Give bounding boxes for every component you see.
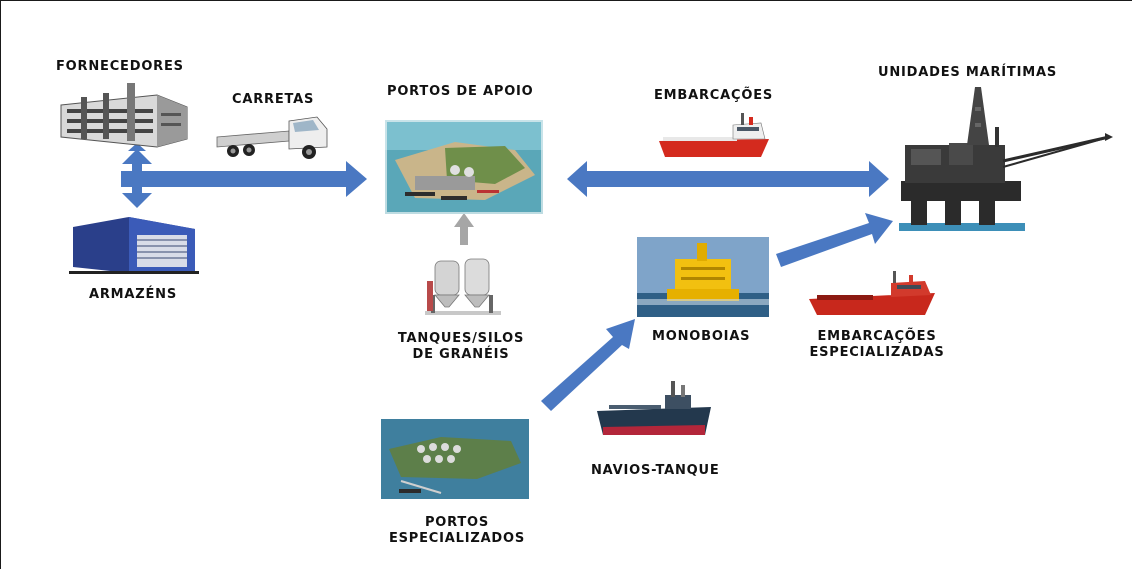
label-emb-esp-line2: ESPECIALIZADAS (809, 345, 945, 360)
mono-buoy-photo (637, 237, 769, 317)
supply-vessel-icon (659, 113, 769, 157)
label-portos-esp-line2: ESPECIALIZADOS (388, 531, 526, 546)
label-fornecedores: FORNECEDORES (56, 59, 184, 74)
label-emb-especializadas: EMBARCAÇÕES ESPECIALIZADAS (801, 329, 953, 361)
warehouse-icon (69, 217, 199, 274)
label-navios-tanque: NAVIOS-TANQUE (591, 463, 720, 478)
arrow-silos-to-port (454, 213, 474, 245)
label-tanques-line1: TANQUES/SILOS (397, 331, 525, 346)
label-tanques: TANQUES/SILOS DE GRANÉIS (387, 331, 535, 363)
specialized-vessel-icon (809, 271, 935, 315)
arrow-monobuoys-to-maritime (776, 213, 893, 267)
arrow-suppliers-warehouses (128, 143, 146, 151)
label-portos-especializados: PORTOS ESPECIALIZADOS (381, 515, 533, 547)
label-unidades-maritimas: UNIDADES MARÍTIMAS (878, 65, 1057, 80)
port-aerial-photo (385, 120, 543, 214)
label-emb-esp-line1: EMBARCAÇÕES (817, 329, 937, 344)
tanker-ship-icon (597, 381, 711, 435)
label-tanques-line2: DE GRANÉIS (412, 347, 510, 362)
label-armazens: ARMAZÉNS (89, 287, 178, 302)
arrow-vertical-double (122, 149, 152, 208)
label-embarcacoes: EMBARCAÇÕES (654, 88, 774, 103)
label-monoboias: MONOBOIAS (652, 329, 751, 344)
flatbed-truck-icon (216, 116, 328, 159)
specialized-port-photo (381, 419, 529, 499)
arrow-special-ports-to-monobuoys (541, 319, 635, 411)
label-carretas: CARRETAS (232, 92, 315, 107)
factory-building-icon (60, 83, 188, 148)
label-portos-apoio: PORTOS DE APOIO (387, 84, 534, 99)
offshore-platform-icon (899, 87, 1113, 231)
arrow-port-maritime-units (567, 161, 889, 197)
arrow-to-support-port (121, 161, 367, 197)
label-portos-esp-line1: PORTOS (424, 515, 490, 530)
storage-silos-icon (425, 258, 501, 315)
